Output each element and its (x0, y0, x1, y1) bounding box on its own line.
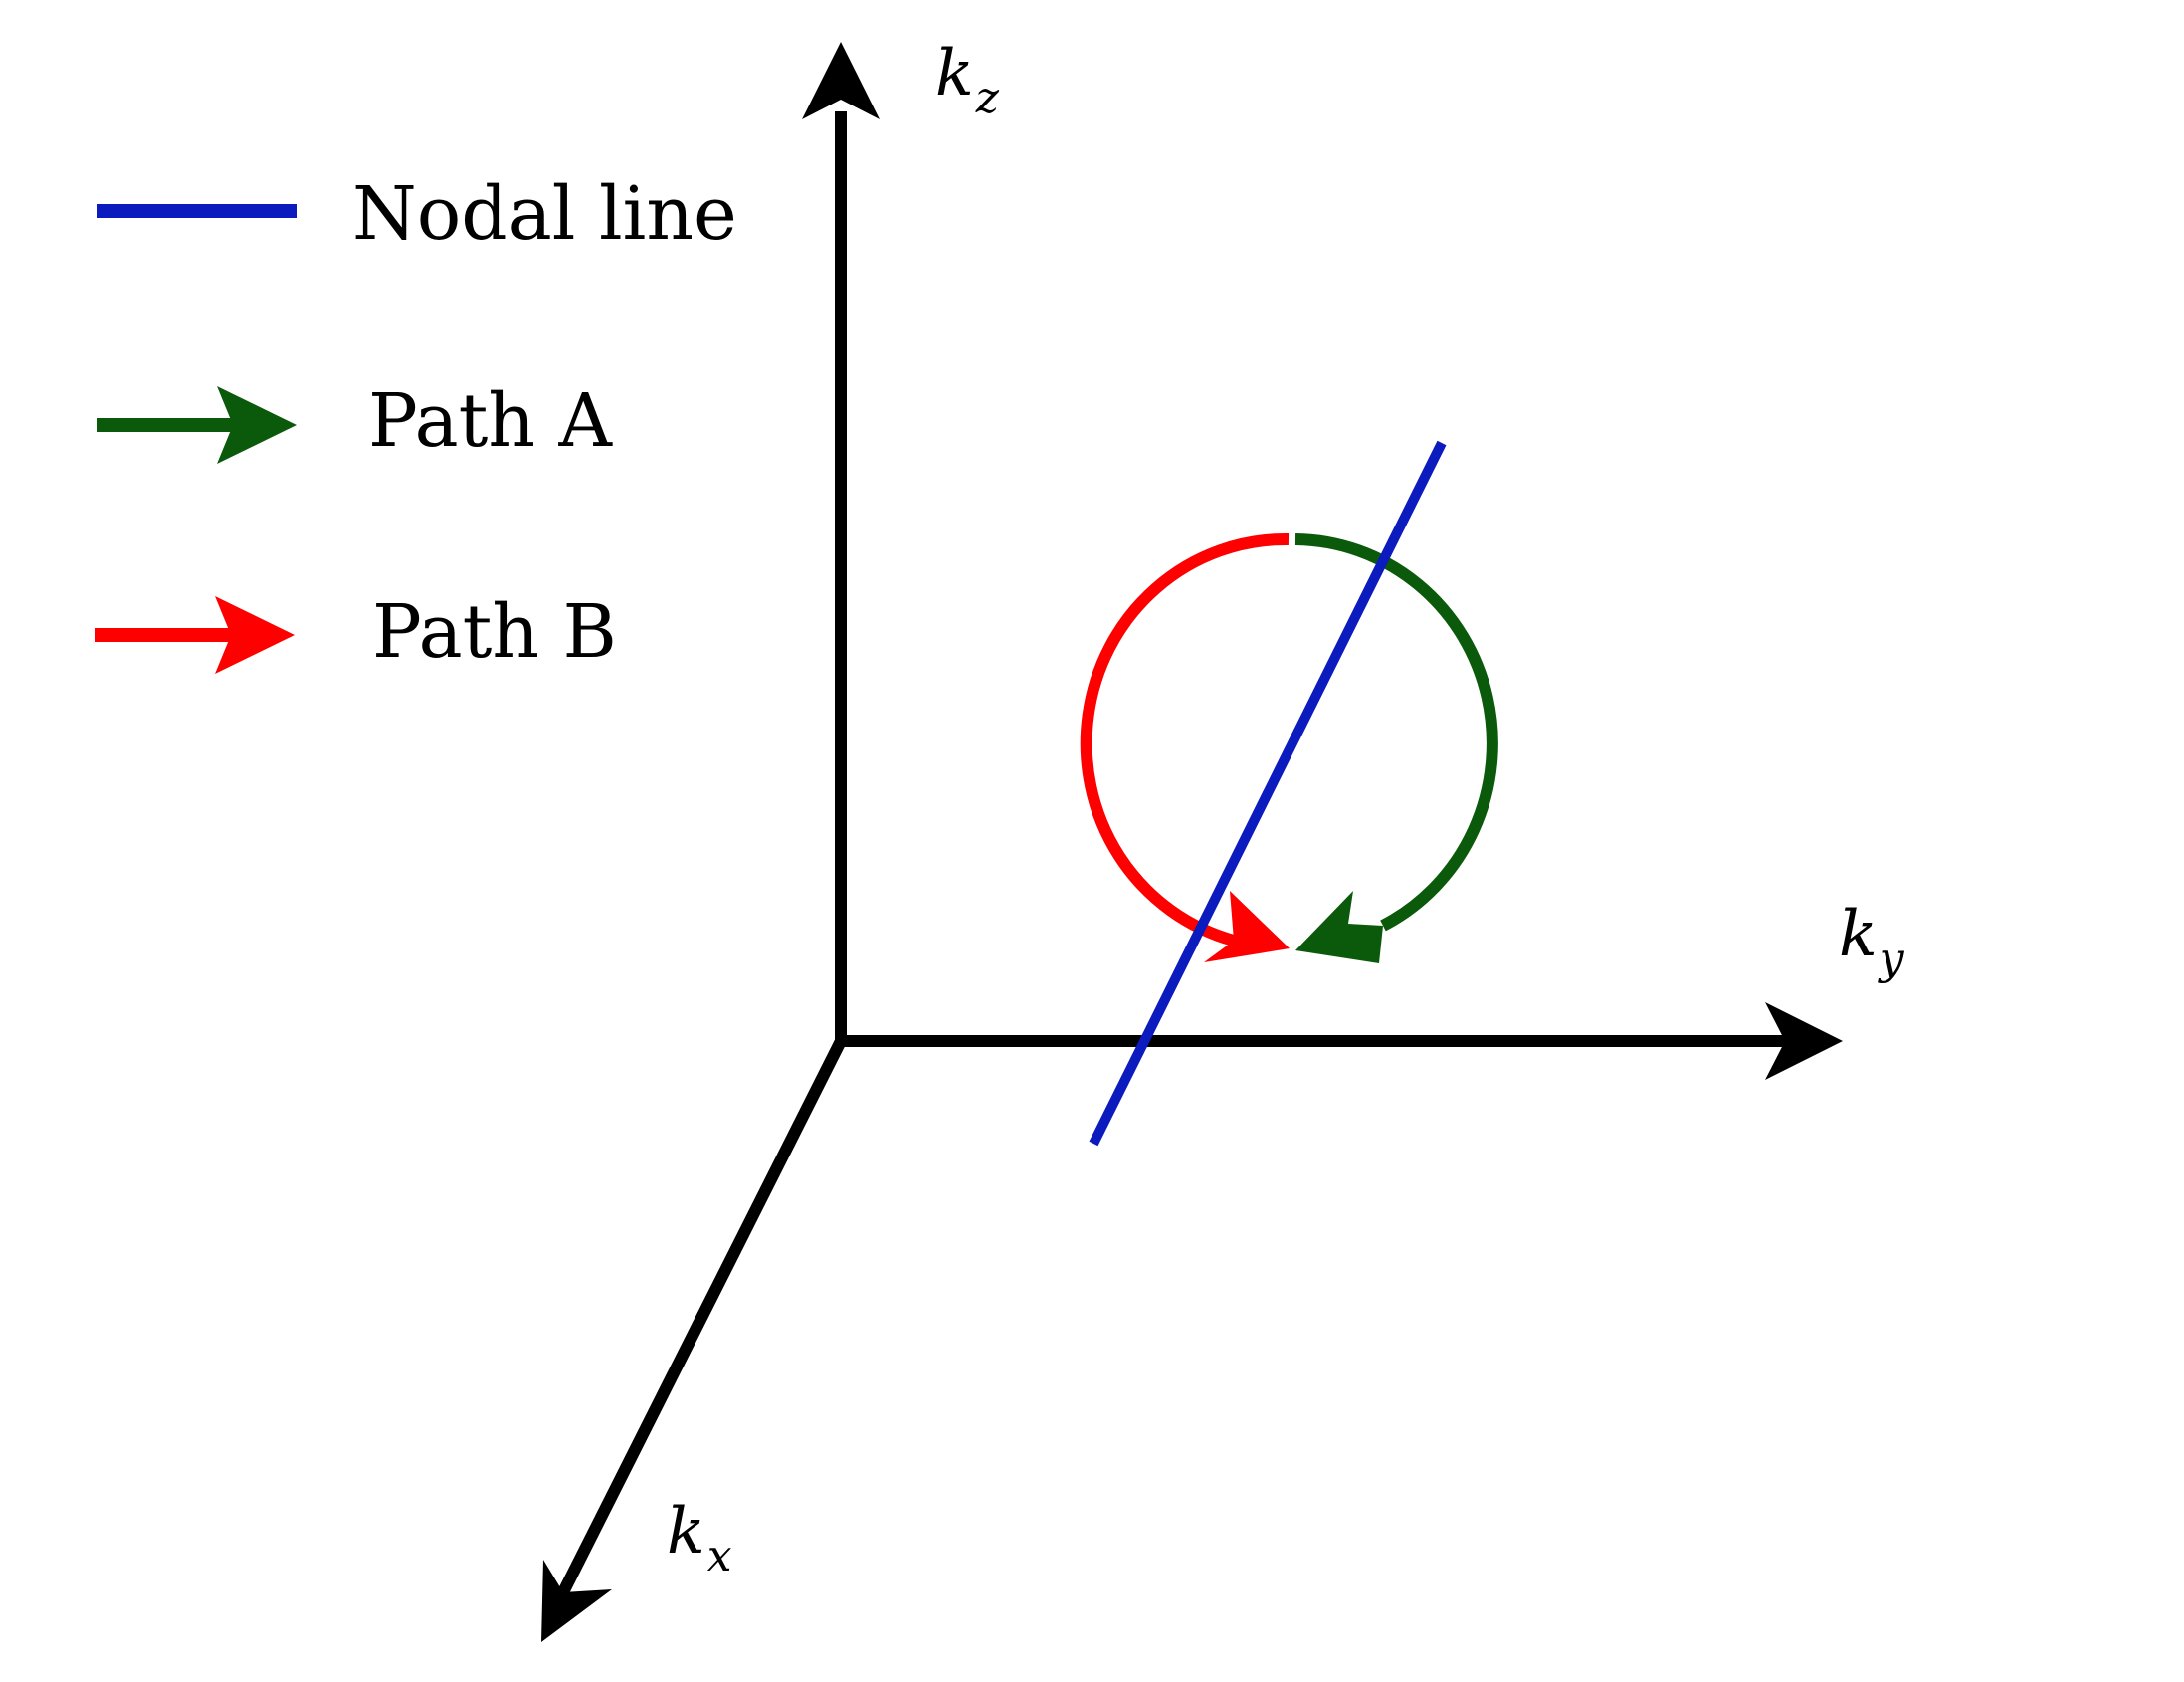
path-a (1294, 533, 1498, 963)
nodal-line (1089, 440, 1447, 1147)
legend-nodal-line-label: Nodal line (352, 171, 737, 257)
kx-axis (557, 1038, 847, 1595)
legend-path-a-label: Path A (368, 378, 614, 464)
kx-axis-arrowhead (541, 1560, 612, 1642)
path-b-arrowhead (1204, 891, 1290, 962)
kx-axis-label: kx (667, 1495, 732, 1581)
ky-axis-arrowhead (1765, 1002, 1843, 1080)
path-b (1080, 532, 1290, 962)
path-b-arc (1080, 532, 1290, 946)
kz-axis-arrowhead (802, 42, 880, 119)
path-a-arrowhead (1295, 891, 1383, 963)
legend-path-b-label: Path B (372, 589, 617, 675)
ky-axis-label: ky (1839, 898, 1905, 984)
path-a-arc (1294, 533, 1498, 932)
legend-path-a-swatch (97, 386, 297, 464)
legend: Nodal line Path A Path B (95, 171, 737, 675)
legend-path-b-swatch (95, 596, 295, 674)
kz-axis-label: kz (935, 37, 1000, 123)
axes: kz ky kx (541, 37, 1905, 1642)
